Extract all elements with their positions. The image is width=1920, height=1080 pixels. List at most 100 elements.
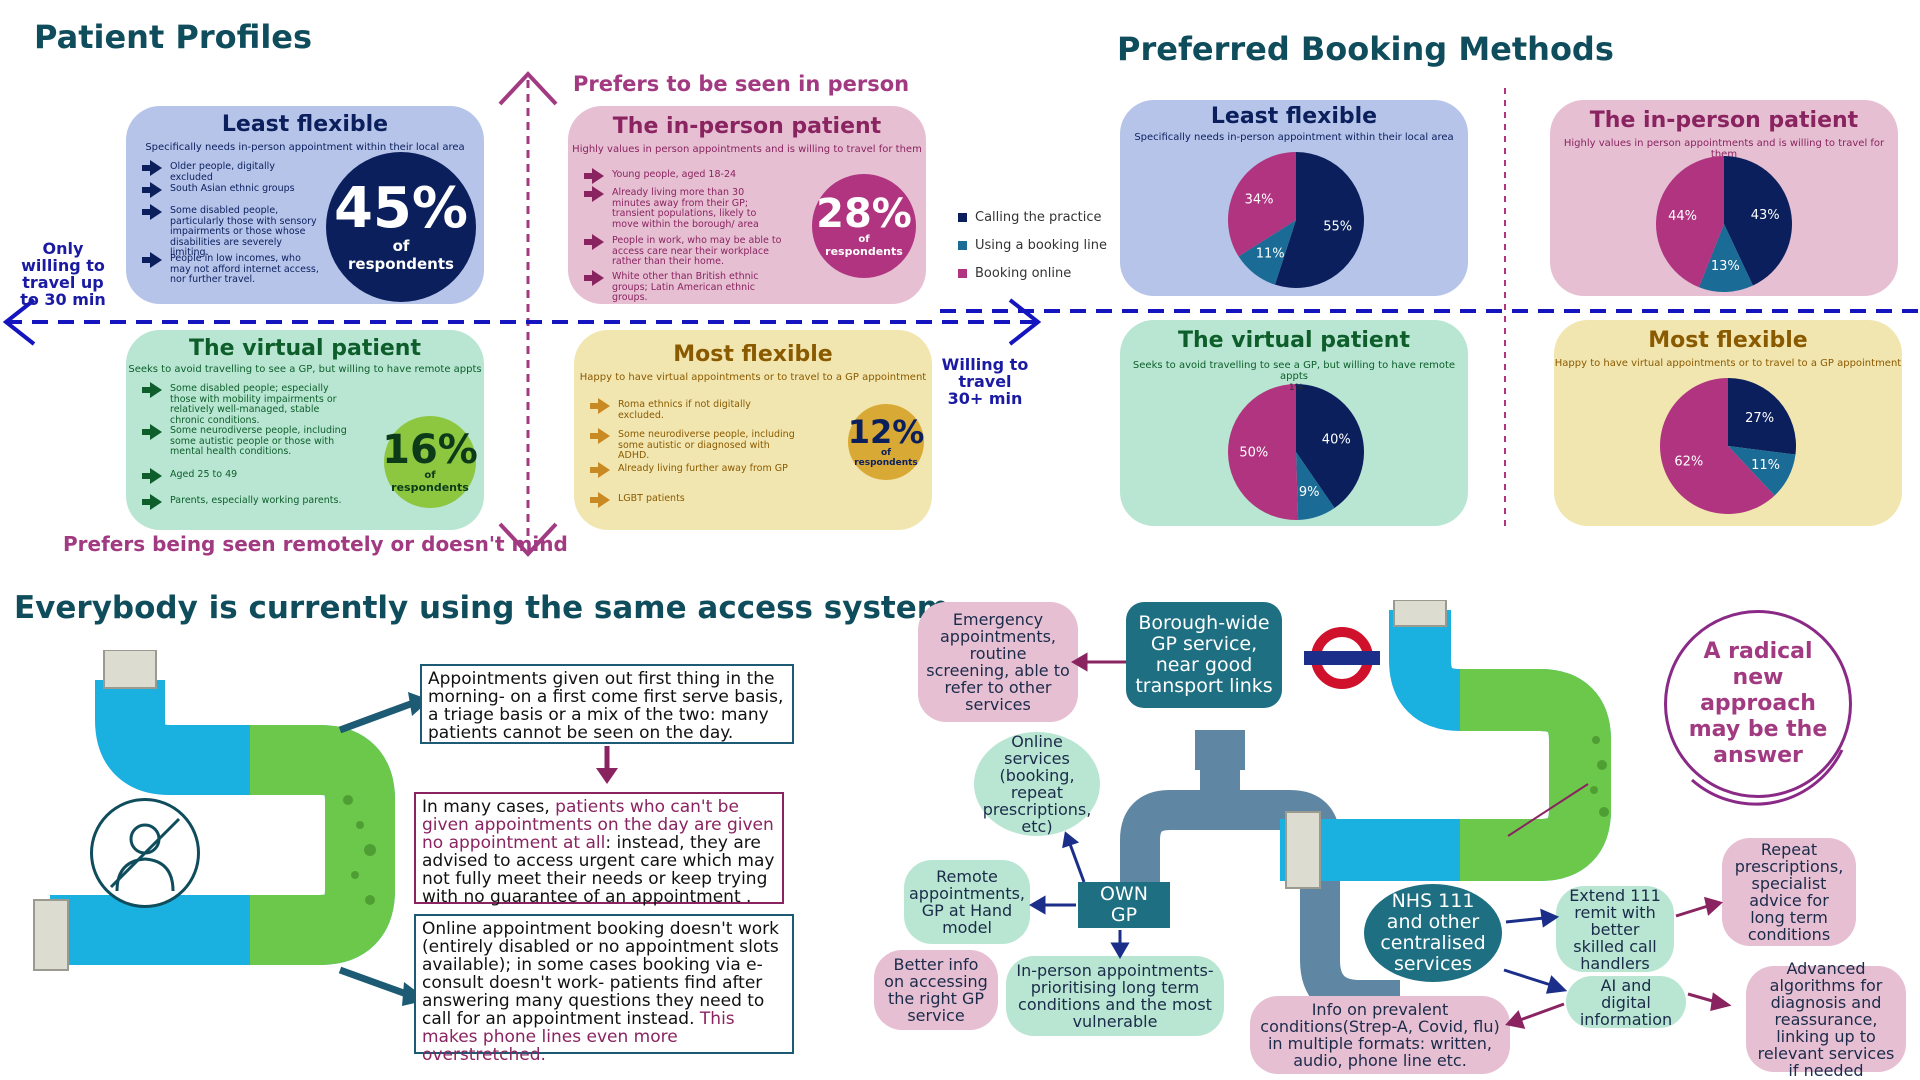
card-title: The in-person patient [1589,108,1859,133]
bubble-nhs-111: NHS 111 and other centralised services [1364,884,1502,982]
arrow-right-icon [142,494,162,510]
booking-axis-line [940,309,1920,313]
list-item: Young people, aged 18-24 [582,168,782,184]
pie-small-label: 1% [1289,383,1304,393]
access-box-3: Online appointment booking doesn't work … [414,914,794,1064]
arrow-right-icon [142,424,162,440]
legend-swatch [958,241,967,250]
pie-chart-in-person: 43%13%44% [1656,156,1792,292]
arrow-right-icon [584,186,604,202]
list-item: Parents, especially working parents. [140,494,350,510]
access-box-1: Appointments given out first thing in th… [420,664,794,744]
axis-bottom-label: Prefers being seen remotely or doesn't m… [63,532,568,556]
pie-slice [1227,384,1299,520]
booking-title: Preferred Booking Methods [1117,30,1614,68]
pie-data-label: 11% [1751,458,1780,473]
list-item: People in low incomes, who may not affor… [140,252,320,286]
pie-slice [1728,378,1796,455]
booking-card-in-person: The in-person patient Highly values in p… [1550,100,1898,296]
bubble-better-info: Better info on accessing the right GP se… [874,950,998,1030]
pie-slice [1660,378,1775,514]
arrow-right-icon [142,468,162,484]
pie-data-label: 13% [1711,259,1740,274]
card-subtitle: Happy to have virtual appointments or to… [1554,358,1902,369]
arrow-right-icon [142,252,162,268]
booking-card-least: Least flexible Specifically needs in-per… [1120,100,1468,296]
down-arrow-icon [596,746,618,784]
card-title: Least flexible [1210,104,1378,129]
axis-top-label: Prefers to be seen in person [573,72,910,96]
card-subtitle: Seeks to avoid travelling to see a GP, b… [1132,360,1456,382]
list-item: LGBT patients [588,492,798,508]
list-item: Roma ethnics if not digitally excluded. [588,398,798,421]
card-most-flexible: Most flexible Happy to have virtual appo… [574,330,932,530]
card-subtitle: Highly values in person appointments and… [1563,138,1885,160]
card-virtual: The virtual patient Seeks to avoid trave… [126,330,484,530]
bubble-remote-appointments: Remote appointments, GP at Hand model [904,860,1030,944]
profile-axes [2,71,1042,557]
card-subtitle: Happy to have virtual appointments or to… [579,372,927,383]
list-item: Some neurodiverse people, including some… [588,428,798,462]
card-title: The virtual patient [1178,328,1410,353]
bubble-ai-digital: AI and digital information [1566,976,1686,1028]
pie-data-label: 40% [1322,432,1351,447]
patient-profiles-title: Patient Profiles [34,18,313,56]
card-least-flexible: Least flexible Specifically needs in-per… [126,106,484,304]
pie-data-label: 34% [1245,193,1274,208]
radical-approach-circle: A radical new approach may be the answer [1664,610,1852,798]
pie-slice [1656,156,1724,288]
pie-data-label: 62% [1674,455,1703,470]
card-title: The virtual patient [189,336,421,361]
bubble-prevalent-info: Info on prevalent conditions(Strep-A, Co… [1250,996,1510,1074]
pie-slice [1724,156,1792,286]
legend-item-online: Booking online [958,266,1071,281]
card-subtitle: Specifically needs in-person appointment… [145,142,465,153]
arrow-right-icon [590,428,610,444]
list-item: Older people, digitally excluded [140,160,320,183]
access-title: Everybody is currently using the same ac… [14,590,950,626]
pie-slice [1274,152,1364,288]
list-item: Already living more than 30 minutes away… [582,186,782,230]
pie-slice [1296,384,1364,509]
arrow-right-icon [584,270,604,286]
legend-item-calling: Calling the practice [958,210,1102,225]
arrow-right-icon [142,382,162,398]
booking-card-virtual: The virtual patient Seeks to avoid trave… [1120,320,1468,526]
axis-left-label: Only willing to travel up to 30 min [20,239,106,309]
pipe-illustration [33,650,395,971]
pie-slice [1296,452,1335,520]
axis-right-label: Willing to travel 30+ min [941,355,1029,408]
pie-slice [1698,224,1753,292]
percent-circle: 45% of respondents [326,152,476,302]
pie-slice [1228,152,1296,257]
list-item: Some disabled people; especially those w… [140,382,350,426]
bubble-extend-111: Extend 111 remit with better skilled cal… [1556,886,1674,972]
bubble-own-gp: OWN GP [1078,882,1170,928]
pie-slice [1728,446,1796,496]
legend-swatch [958,213,967,222]
pie-data-label: 55% [1323,220,1352,235]
booking-card-most: Most flexible Happy to have virtual appo… [1554,320,1902,526]
card-title: Most flexible [673,342,833,367]
pie-data-label: 9% [1299,485,1320,500]
booking-divider [1504,88,1506,528]
pie-data-label: 11% [1256,246,1285,261]
percent-circle: 28% of respondents [812,174,916,278]
bubble-emergency: Emergency appointments, routine screenin… [918,602,1078,722]
pie-chart-virtual: 40%9%50%1% [1227,383,1364,520]
pie-chart-least: 55% 11% 34% [1228,152,1364,288]
bubble-algorithms: Advanced algorithms for diagnosis and re… [1746,960,1906,1079]
list-item: Already living further away from GP [588,462,798,478]
arrow-right-icon [590,462,610,478]
card-subtitle: Seeks to avoid travelling to see a GP, b… [128,364,482,375]
bubble-in-person: In-person appointments- prioritising lon… [1006,956,1224,1036]
approach-arrows [1029,652,1732,1029]
pie-chart-most: 27%11%62% [1660,378,1796,514]
card-title: Most flexible [1648,328,1808,353]
pie-data-label: 43% [1751,208,1780,223]
legend-swatch [958,269,967,278]
radical-circle-arc [1691,749,1844,806]
arrow-right-icon [590,398,610,414]
doctor-crossed-icon [90,798,200,908]
list-item: White other than British ethnic groups; … [582,270,782,304]
